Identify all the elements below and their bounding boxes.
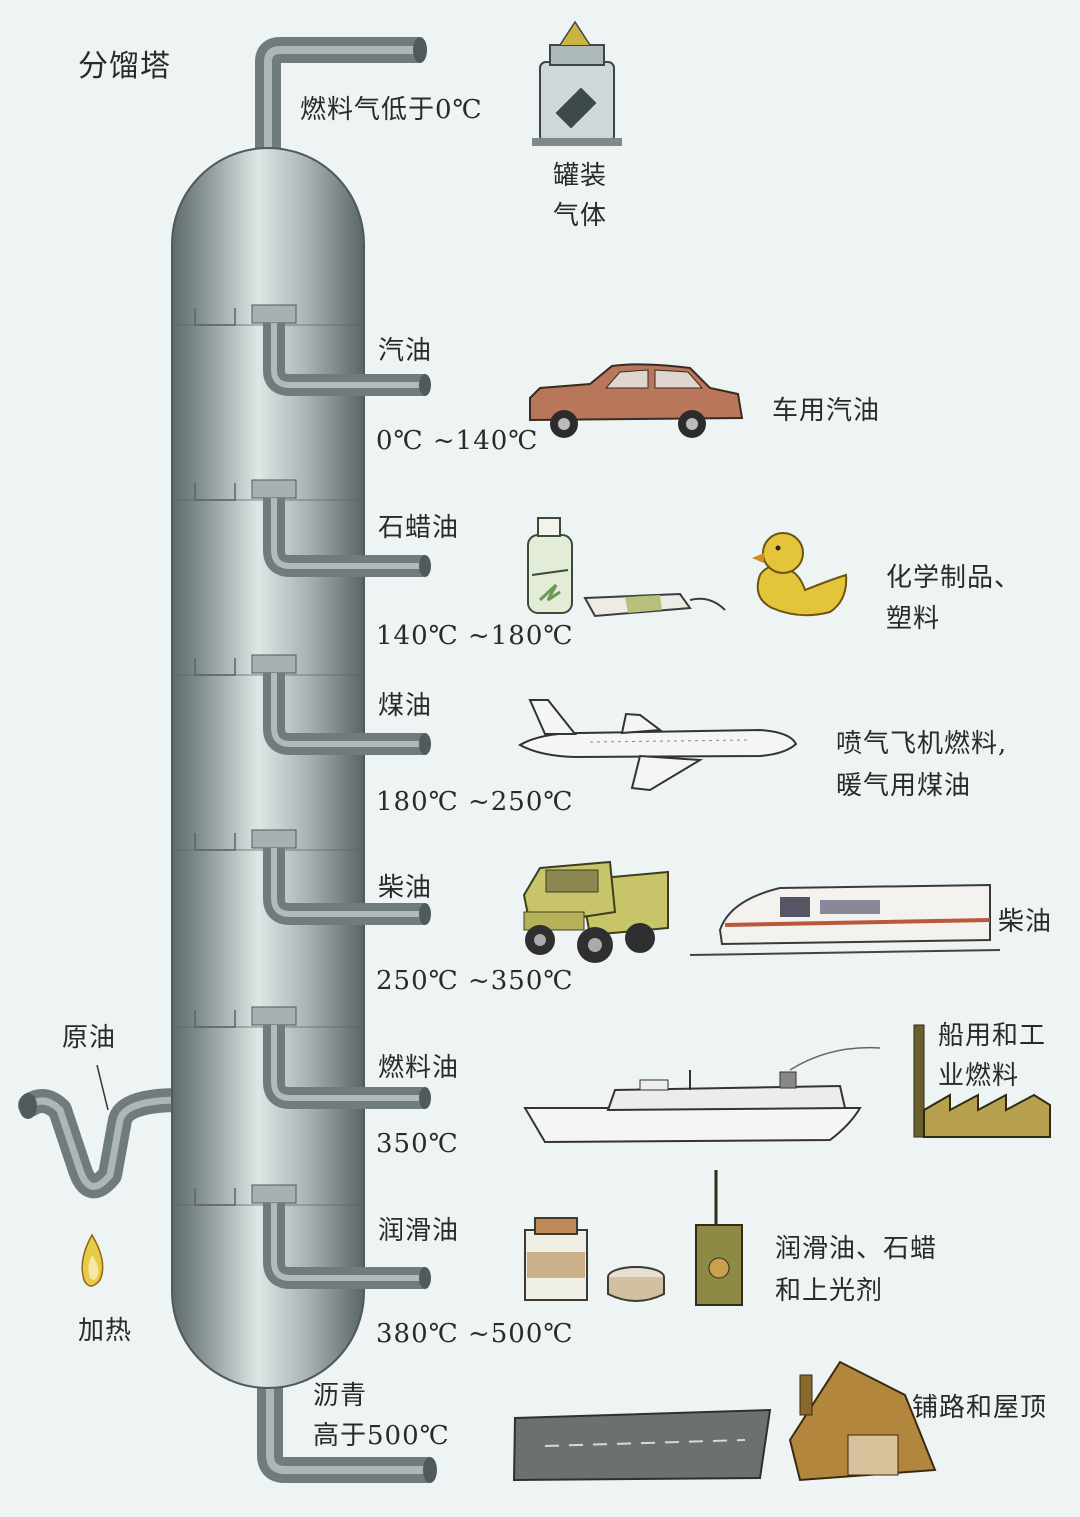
heating-label: 加热 bbox=[78, 1316, 133, 1346]
fraction-name-lubricating-oil: 润滑油 bbox=[378, 1216, 460, 1246]
fraction-use-diesel: 柴油 bbox=[998, 907, 1053, 937]
house-icon bbox=[788, 1360, 937, 1482]
bottom-bitumen-pipe bbox=[257, 1370, 437, 1483]
distillation-tower bbox=[171, 147, 365, 1389]
fraction-range-diesel: 250℃ ~350℃ bbox=[376, 966, 574, 996]
fraction-range-gasoline: 0℃ ~140℃ bbox=[376, 426, 539, 456]
fraction-use-fuel-oil-line1: 船用和工 bbox=[938, 1021, 1047, 1051]
top-product-use-line1: 罐装 bbox=[553, 161, 608, 191]
fraction-range-paraffin-oil: 140℃ ~180℃ bbox=[376, 621, 574, 651]
fraction-name-gasoline: 汽油 bbox=[378, 336, 433, 366]
fraction-use-kerosene-line1: 喷气飞机燃料, bbox=[836, 729, 1008, 759]
bottle-icon bbox=[527, 517, 573, 614]
fraction-range-kerosene: 180℃ ~250℃ bbox=[376, 787, 574, 817]
crude-oil-label: 原油 bbox=[62, 1023, 117, 1053]
truck-icon bbox=[522, 860, 669, 963]
top-product-label: 燃料气低于0℃ bbox=[300, 95, 483, 125]
fraction-range-fuel-oil: 350℃ bbox=[376, 1129, 459, 1159]
jar-icon bbox=[524, 1217, 588, 1301]
fraction-use-paraffin-oil-line1: 化学制品、 bbox=[886, 563, 1022, 593]
fraction-use-paraffin-oil-line2: 塑料 bbox=[886, 604, 941, 634]
fraction-name-paraffin-oil: 石蜡油 bbox=[378, 513, 460, 543]
fraction-range-lubricating-oil: 380℃ ~500℃ bbox=[376, 1319, 574, 1349]
fraction-use-lubricating-oil-line1: 润滑油、石蜡 bbox=[775, 1234, 938, 1264]
top-product-use-line2: 气体 bbox=[553, 201, 608, 231]
fraction-name-kerosene: 煤油 bbox=[378, 691, 433, 721]
fraction-name-fuel-oil: 燃料油 bbox=[378, 1053, 460, 1083]
fraction-use-kerosene-line2: 暖气用煤油 bbox=[836, 771, 972, 801]
fraction-use-lubricating-oil-line2: 和上光剂 bbox=[775, 1276, 884, 1306]
ship-icon bbox=[523, 1046, 881, 1144]
diagram-title: 分馏塔 bbox=[78, 49, 171, 84]
duck-icon bbox=[752, 532, 848, 617]
product-pipes bbox=[251, 304, 431, 1289]
bottom-product-use: 铺路和屋顶 bbox=[912, 1393, 1048, 1423]
crude-oil-inlet-pipe bbox=[18, 1064, 192, 1199]
top-gas-pipe bbox=[255, 37, 427, 150]
car-icon bbox=[529, 363, 744, 438]
fraction-use-fuel-oil-line2: 业燃料 bbox=[938, 1061, 1020, 1091]
flame-icon bbox=[81, 1233, 104, 1287]
train-icon bbox=[689, 883, 1001, 956]
airplane-icon bbox=[517, 699, 798, 792]
gas-canister-icon bbox=[532, 20, 622, 146]
bottom-product-name: 沥青 bbox=[313, 1381, 368, 1411]
tin-icon bbox=[607, 1266, 665, 1302]
fraction-use-gasoline: 车用汽油 bbox=[772, 396, 881, 426]
bottom-product-temp: 高于500℃ bbox=[313, 1421, 450, 1451]
road-icon bbox=[512, 1408, 772, 1482]
factory-icon bbox=[913, 1024, 1051, 1138]
tube-icon bbox=[583, 592, 726, 618]
fraction-name-diesel: 柴油 bbox=[378, 873, 433, 903]
box-icon bbox=[695, 1170, 743, 1306]
